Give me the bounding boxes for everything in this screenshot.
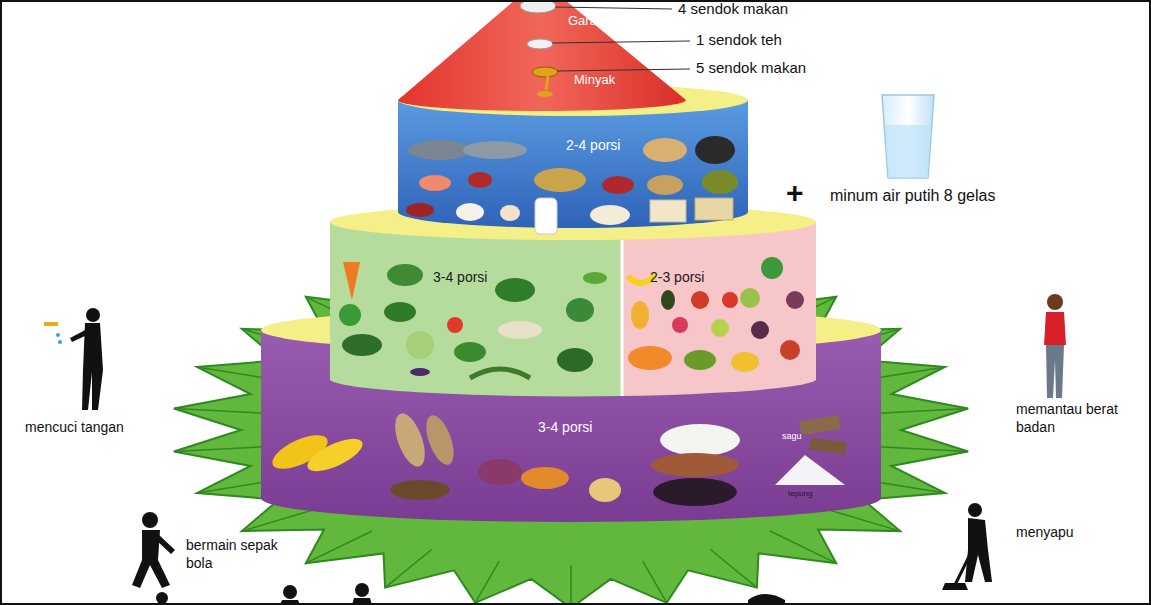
amount-label: 1 sendok teh [696,31,782,50]
band-text: 3-4 porsi [538,419,592,436]
band-text: 3-4 porsi [433,269,487,286]
cone [398,0,686,111]
food-name: tepung [788,489,812,499]
star-fold [869,409,968,414]
water-note: minum air putih 8 gelas [830,186,995,206]
star-fold [174,446,273,451]
activity-label: mencuci tangan [22,418,127,438]
band-divider [621,240,624,396]
band-text: 2-3 porsi [650,269,704,286]
amount-label: 5 sendok makan [696,59,806,78]
activity-label: memantau berat badan [1013,400,1131,437]
star-fold [570,565,572,605]
food-band: 3-4 porsi [261,345,881,495]
band-text: Minyak [574,72,615,88]
star-fold [475,561,499,603]
star-fold [770,531,836,563]
food-band: GaramMinyak [398,0,686,100]
amount-label: 4 sendok makan [678,0,788,19]
star-fold [306,531,372,563]
spoons [520,0,690,97]
food-band: 3-4 porsi [330,236,622,380]
band-text: Garam [568,13,608,29]
activity-label: menyapu [1013,523,1077,543]
star-fold [869,446,968,451]
band-text: 2-4 porsi [566,137,620,154]
star-fold [385,550,432,588]
star-base [174,252,968,605]
fruits [628,257,804,372]
food-band: 2-3 porsi [622,236,816,380]
activity-figures [44,294,1072,605]
food-name: sagu [782,431,802,442]
staples [268,410,847,506]
water-glass [882,95,934,178]
vegetables [339,262,607,378]
fruit-band [622,222,816,396]
star-fold [710,550,757,588]
star-fold [643,561,667,603]
protein-band [398,100,748,228]
activity-label: bermain sepak bola [183,536,297,573]
star-fold [174,409,273,414]
star-folds [174,252,968,605]
food-band: 2-4 porsi [398,112,748,212]
plus-sign: + [786,174,804,212]
vegetable-band [330,222,622,396]
protein-foods [406,136,738,234]
